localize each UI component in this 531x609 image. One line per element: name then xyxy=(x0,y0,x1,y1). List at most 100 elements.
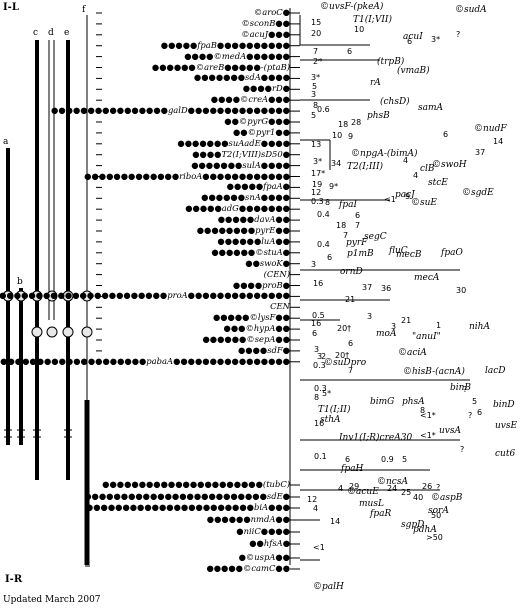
locus-label: T1(I;VII) xyxy=(353,15,392,25)
distance-label: 12 xyxy=(311,188,322,197)
distance-label: 20† xyxy=(335,351,350,360)
locus-label: ©palH xyxy=(313,582,344,592)
gene-row: ●●hfsA● xyxy=(60,539,290,549)
gene-row: ●●●●sdF● xyxy=(60,344,290,356)
gene-name: ●●●●●©lysF●● xyxy=(212,312,290,323)
distance-label: 3 xyxy=(311,90,317,99)
distance-label: 36 xyxy=(381,284,392,293)
gene-row: ●●●●●●●●●●●●●●●●●●●●●●●●●sdE● xyxy=(60,492,290,502)
distance-label: <1 xyxy=(313,543,325,552)
distance-label: 6 xyxy=(443,130,449,139)
chromosome-end-right-label: I-R xyxy=(5,574,23,585)
gene-name: ●●●●●●●●●●●●●●●●●●●●●●●●proA●●●●●●●●●●●●… xyxy=(0,290,290,301)
locus-label: binB xyxy=(450,383,472,393)
distance-label: 12 xyxy=(307,495,318,504)
column-label-d: d xyxy=(48,28,54,38)
distance-label: 9 xyxy=(405,192,411,201)
gene-row: ●●●●●●●suAadE●●●● xyxy=(60,137,290,149)
gene-name: ●●●●●●●sdA●●●● xyxy=(193,72,290,83)
distance-label: 37 xyxy=(475,148,486,157)
gene-row: ●●©pyrG●●● xyxy=(60,117,290,127)
distance-label: 28 xyxy=(351,118,362,127)
distance-label: 21 xyxy=(345,295,356,304)
gene-name: (CEN) xyxy=(263,268,290,279)
distance-label: 4 xyxy=(413,171,419,180)
locus-label: cut6 xyxy=(495,449,516,459)
gene-row: ●●●●●●©areB●●●●●-(ptaB) xyxy=(60,61,290,73)
gene-row: ©sconB●● xyxy=(60,18,290,29)
distance-label: 40 xyxy=(413,493,424,502)
locus-label: pdhA xyxy=(413,525,437,535)
locus-label: Inv1(I;R)creA30 xyxy=(339,433,413,443)
locus-label: pacJ xyxy=(395,190,415,200)
distance-label: 0.4 xyxy=(317,210,330,219)
distance-label: 5 xyxy=(402,455,408,464)
distance-label: 2* xyxy=(313,57,323,66)
locus-label: samA xyxy=(418,103,444,113)
centromere-marker xyxy=(31,290,43,302)
locus-label: ©ncsA xyxy=(377,477,408,487)
gene-row: (CEN) xyxy=(60,268,290,280)
distance-label: <1 xyxy=(384,195,396,204)
column-label-b: b xyxy=(17,277,23,287)
gene-name: ●●●●●●●suAadE●●●● xyxy=(177,137,290,148)
distance-label: <1* xyxy=(420,431,436,440)
distance-label: 0.4 xyxy=(317,240,330,249)
distance-label: ? xyxy=(456,30,461,39)
locus-label: T2(I;III) xyxy=(347,162,384,172)
distance-label: 6 xyxy=(407,37,413,46)
distance-label: 4 xyxy=(313,504,319,513)
centromere-marker xyxy=(2,290,14,302)
gene-name: ●●●●●●snA●●●● xyxy=(201,192,290,203)
locus-label: "anuI" xyxy=(412,332,441,342)
locus-label: ©npgA-(bimA) xyxy=(351,149,418,159)
distance-label: 9* xyxy=(329,182,339,191)
column-label-f: f xyxy=(82,5,86,15)
gene-row: ●●●●T2(I;VIII)sD50● xyxy=(60,149,290,160)
distance-label: 6 xyxy=(477,408,483,417)
distance-label: 7 xyxy=(355,221,361,230)
locus-label: ©nudF xyxy=(474,124,507,134)
centromere-marker xyxy=(62,326,74,338)
gene-name: ●●●●●●●●●●●●●●●●galD●●●●●●●●●●●●●● xyxy=(51,105,290,116)
locus-label: uvsA xyxy=(439,426,461,436)
locus-label: ©aciA xyxy=(398,348,427,358)
distance-label: 3 xyxy=(311,260,317,269)
gene-name: ●●hfsA● xyxy=(249,538,290,548)
locus-label: rA xyxy=(370,78,381,88)
distance-label: 37 xyxy=(362,283,373,292)
distance-label: 3* xyxy=(431,35,441,44)
locus-label: fluC xyxy=(389,246,408,256)
distance-label: 20† xyxy=(337,324,352,333)
gene-name: ●●●●sdF● xyxy=(237,344,290,355)
gene-name: ●●swoK● xyxy=(245,257,290,268)
locus-label: segC xyxy=(364,232,387,242)
centromere-marker xyxy=(81,290,93,302)
gene-name: ●●●●●●●●●●●●●●●●●●●●●●●biA●●● xyxy=(85,502,290,512)
distance-label: ? xyxy=(460,445,465,454)
distance-label: ? xyxy=(468,411,473,420)
distance-label: 0.3 xyxy=(314,384,327,393)
locus-label: ©hisB-(acnA) xyxy=(403,367,465,377)
distance-label: 0.3 xyxy=(313,361,326,370)
gene-name: ●●●©hypA●● xyxy=(223,323,290,334)
gene-row: ●●©pyr1●● xyxy=(60,127,290,138)
gene-row: ●●●●●●●●●●●●●●●●●●●●pabaA●●●●●●●●●●●●●●●… xyxy=(0,356,290,367)
distance-label: 2 xyxy=(321,352,327,361)
locus-label: ©swoH xyxy=(432,160,467,170)
distance-label: 18 xyxy=(336,221,347,230)
locus-label: sthA xyxy=(320,415,341,425)
gene-row: ●●●●●●snA●●●● xyxy=(60,193,290,203)
gene-row: ●●●●proB● xyxy=(60,280,290,291)
gene-row: ●©uspA●● xyxy=(60,553,290,563)
locus-label: stcE xyxy=(428,178,448,188)
distance-label: 0.3 xyxy=(311,197,324,206)
gene-name: ●●●●●●©areB●●●●●-(ptaB) xyxy=(151,61,290,72)
distance-label: 10 xyxy=(332,131,343,140)
centromere-marker xyxy=(31,326,43,338)
distance-label: 8 xyxy=(313,101,319,110)
gene-row: ●●●●●●●●●●●●●●●●●●●●●●●●proA●●●●●●●●●●●●… xyxy=(0,291,290,301)
gene-name: ●●●●●fpaB●●●●●●●●●● xyxy=(160,39,290,50)
distance-label: 10 xyxy=(354,25,365,34)
distance-label: 17* xyxy=(311,169,326,178)
